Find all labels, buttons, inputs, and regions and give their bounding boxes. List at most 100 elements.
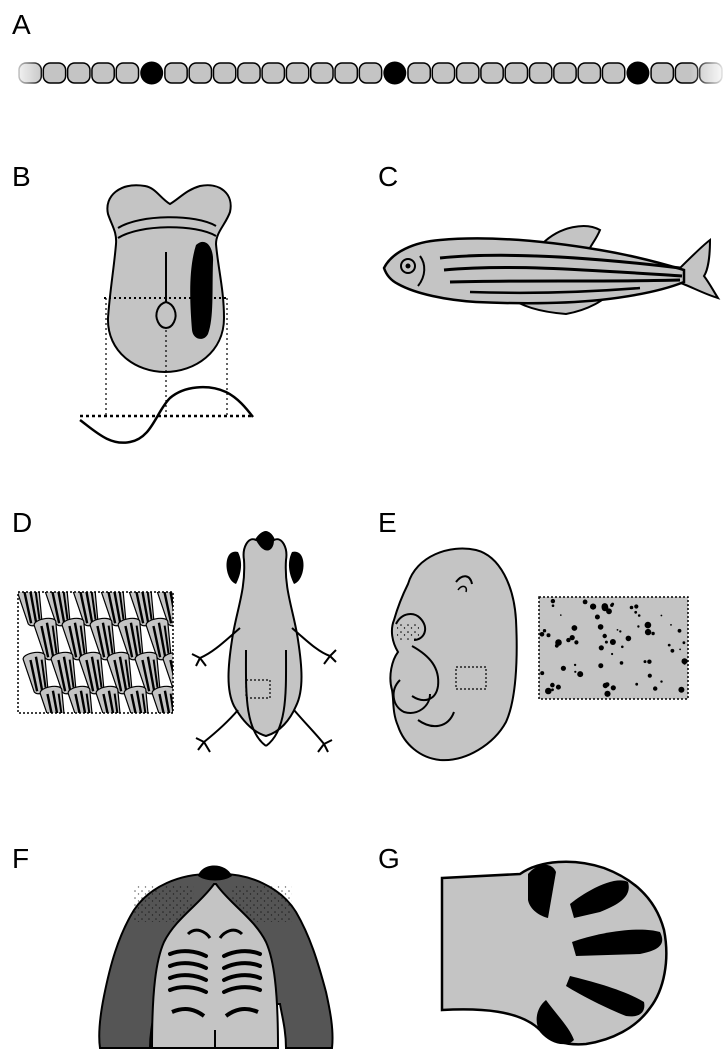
somite-cell (457, 63, 479, 83)
follicle-dot (574, 664, 576, 666)
follicle-dot (590, 604, 596, 610)
nose-tip (198, 866, 232, 881)
follicle-dot (678, 687, 684, 693)
left-hindleg (196, 710, 238, 752)
somite-cell (481, 63, 503, 83)
follicle-dot (598, 663, 603, 668)
follicle-dot (610, 604, 613, 607)
lizard (192, 531, 336, 752)
somite-cell (238, 63, 260, 83)
follicle-dot (653, 686, 657, 690)
follicle-dot (555, 644, 559, 648)
follicle-dot (620, 661, 624, 665)
panel-c-label: C (378, 161, 398, 192)
stripe-3 (450, 280, 680, 282)
somite-cell (43, 63, 65, 83)
follicle-dot (635, 683, 638, 686)
follicle-dot (626, 636, 632, 642)
follicle-dot (583, 600, 588, 605)
panel-a-label: A (12, 9, 31, 40)
follicle-dot (574, 671, 576, 673)
follicle-dot (551, 688, 554, 691)
follicle-dot (604, 691, 610, 697)
follicle-dot (637, 625, 639, 627)
panel-b-label: B (12, 161, 31, 192)
follicle-dot (634, 604, 638, 608)
right-hindleg (294, 710, 332, 752)
follicle-dot (621, 646, 624, 649)
panel-g-label: G (378, 843, 400, 874)
follicle-dot (560, 614, 562, 616)
follicle-dot (634, 611, 637, 614)
follicle-dot (683, 662, 685, 664)
follicle-dot (679, 649, 681, 651)
follicle-dot (617, 629, 619, 631)
somite-cell (359, 63, 381, 83)
follicle-dot (552, 604, 555, 607)
somite-cell (189, 63, 211, 83)
dot-inset-background (539, 597, 688, 699)
follicle-dot (543, 629, 546, 632)
follicle-dot (647, 660, 651, 664)
follicle-dot (651, 632, 654, 635)
somite-cell (554, 63, 576, 83)
chain-fade-right (690, 60, 723, 86)
follicle-dot (645, 629, 651, 635)
left-eye-bulge (227, 552, 242, 584)
mouse-body (390, 548, 516, 760)
follicle-dot (678, 629, 682, 633)
follicle-dot (605, 641, 608, 644)
embryo-diagram (80, 185, 253, 442)
follicle-dot (547, 633, 551, 637)
whisker-speckle (397, 622, 419, 640)
right-eye-bulge (289, 552, 304, 584)
palate-diagram (99, 866, 332, 1049)
zebrafish (384, 226, 718, 314)
somite-chain (19, 62, 722, 85)
somite-dark-cell (383, 62, 406, 85)
somite-cell (213, 63, 235, 83)
follicle-dot (611, 685, 616, 690)
panel-e-label: E (378, 507, 397, 538)
follicle-dot (556, 685, 561, 690)
follicle-dot (603, 634, 607, 638)
panel-f-label: F (12, 843, 29, 874)
follicle-dot (619, 630, 621, 632)
somite-cell (116, 63, 138, 83)
somite-cell (602, 63, 624, 83)
follicle-dot (645, 622, 652, 629)
follicle-dot (599, 645, 604, 650)
somite-cell (530, 63, 552, 83)
follicle-dot (540, 632, 545, 637)
follicle-dot (670, 624, 672, 626)
somite-cell (165, 63, 187, 83)
follicle-dot (606, 608, 612, 614)
follicle-dot (603, 683, 608, 688)
somite-cell (505, 63, 527, 83)
somite-cell (578, 63, 600, 83)
follicle-dot (598, 624, 604, 630)
somite-cell (432, 63, 454, 83)
somite-cell (286, 63, 308, 83)
follicle-dot (644, 660, 647, 663)
follicle-dot (570, 635, 575, 640)
follicle-dot (630, 606, 634, 610)
follicle-dot (661, 615, 663, 617)
somite-cell (92, 63, 114, 83)
follicle-dot (595, 615, 600, 620)
follicle-dot (602, 603, 609, 610)
follicle-dot (551, 599, 555, 603)
follicle-dot (574, 640, 578, 644)
follicle-dot (671, 649, 675, 653)
follicle-dot (683, 641, 686, 644)
panel-d-label: D (12, 507, 32, 538)
follicle-dot (638, 614, 641, 617)
follicle-dot (577, 671, 583, 677)
somite-cell (262, 63, 284, 83)
somite-dark-cell (626, 62, 649, 85)
somite-dark-cell (140, 62, 163, 85)
fish-pupil (406, 264, 411, 269)
follicle-dot (660, 680, 662, 682)
follicle-dot (561, 666, 566, 671)
